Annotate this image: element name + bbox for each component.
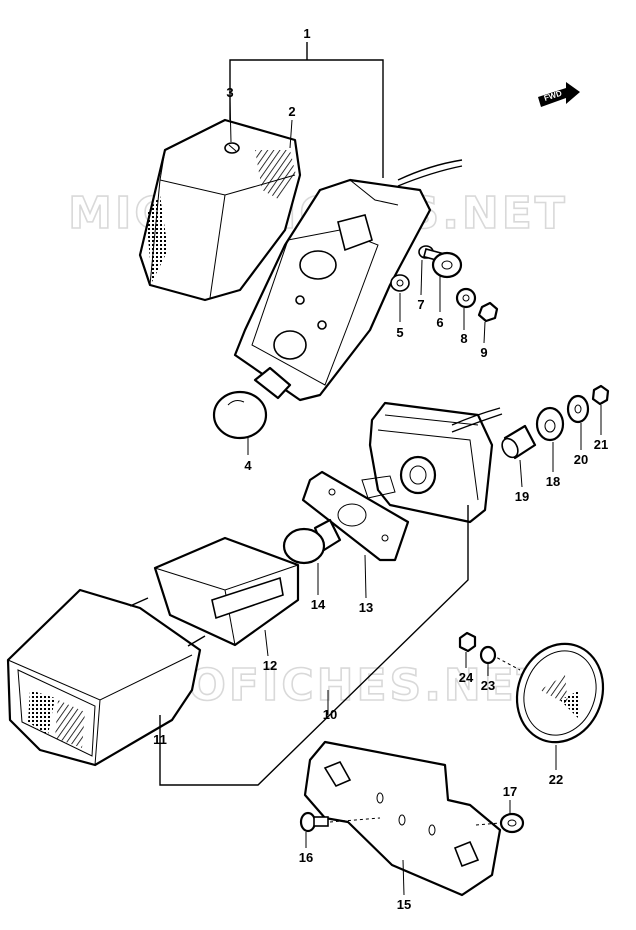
washer-20 <box>566 394 590 424</box>
washer-8 <box>455 287 477 309</box>
washer-23 <box>479 645 497 665</box>
callout-9: 9 <box>480 345 487 360</box>
callout-23: 23 <box>481 678 495 693</box>
spacer-19 <box>501 424 537 460</box>
callout-16: 16 <box>299 850 313 865</box>
leader-7 <box>420 259 423 296</box>
callout-15: 15 <box>397 897 411 912</box>
callout-1: 1 <box>303 26 310 41</box>
upper-bulb <box>212 366 292 440</box>
callout-2: 2 <box>288 104 295 119</box>
screw-16 <box>299 811 329 833</box>
leader-9 <box>483 321 486 344</box>
callout-13: 13 <box>359 600 373 615</box>
gasket-13 <box>301 470 410 562</box>
leader-13 <box>364 554 367 599</box>
callout-4: 4 <box>244 458 252 473</box>
plate-bracket-15 <box>303 740 502 897</box>
nut-21 <box>591 384 610 406</box>
nut-9 <box>477 301 499 323</box>
nut-24 <box>458 631 477 653</box>
callout-5: 5 <box>396 325 403 340</box>
callout-11: 11 <box>153 732 167 747</box>
upper-housing <box>233 159 463 402</box>
callout-14: 14 <box>311 597 326 612</box>
reflector-22 <box>515 642 605 744</box>
inner-lens-12 <box>153 536 300 647</box>
callout-6: 6 <box>436 315 443 330</box>
outer-lens-11 <box>6 588 206 767</box>
callout-17: 17 <box>503 784 517 799</box>
leader-19 <box>519 459 523 488</box>
leader-17-dash <box>475 822 501 826</box>
callout-18: 18 <box>546 474 560 489</box>
upper-lens <box>138 118 302 302</box>
callout-10: 10 <box>323 707 337 722</box>
callout-20: 20 <box>574 452 588 467</box>
nut-17 <box>499 812 525 834</box>
leader-2 <box>289 119 293 149</box>
callout-21: 21 <box>594 437 608 452</box>
callout-8: 8 <box>460 331 467 346</box>
leader-10 <box>159 505 469 786</box>
washer-5 <box>390 274 410 292</box>
leader-23-dash <box>491 654 521 671</box>
callout-12: 12 <box>263 658 277 673</box>
leader-16-dash <box>329 817 381 823</box>
grommet-6 <box>431 251 463 279</box>
tail-bulb <box>282 518 342 565</box>
tail-housing <box>361 401 503 524</box>
callout-19: 19 <box>515 489 529 504</box>
leader-3 <box>229 99 232 143</box>
fwd-arrow-icon: FWD <box>538 82 580 107</box>
callout-22: 22 <box>549 772 563 787</box>
grommet-18 <box>535 406 565 442</box>
leader-15 <box>402 859 405 896</box>
callout-3: 3 <box>226 85 233 100</box>
upper-lens-screw <box>224 142 240 154</box>
callout-7: 7 <box>417 297 424 312</box>
leader-12 <box>264 629 269 657</box>
callout-24: 24 <box>459 670 474 685</box>
